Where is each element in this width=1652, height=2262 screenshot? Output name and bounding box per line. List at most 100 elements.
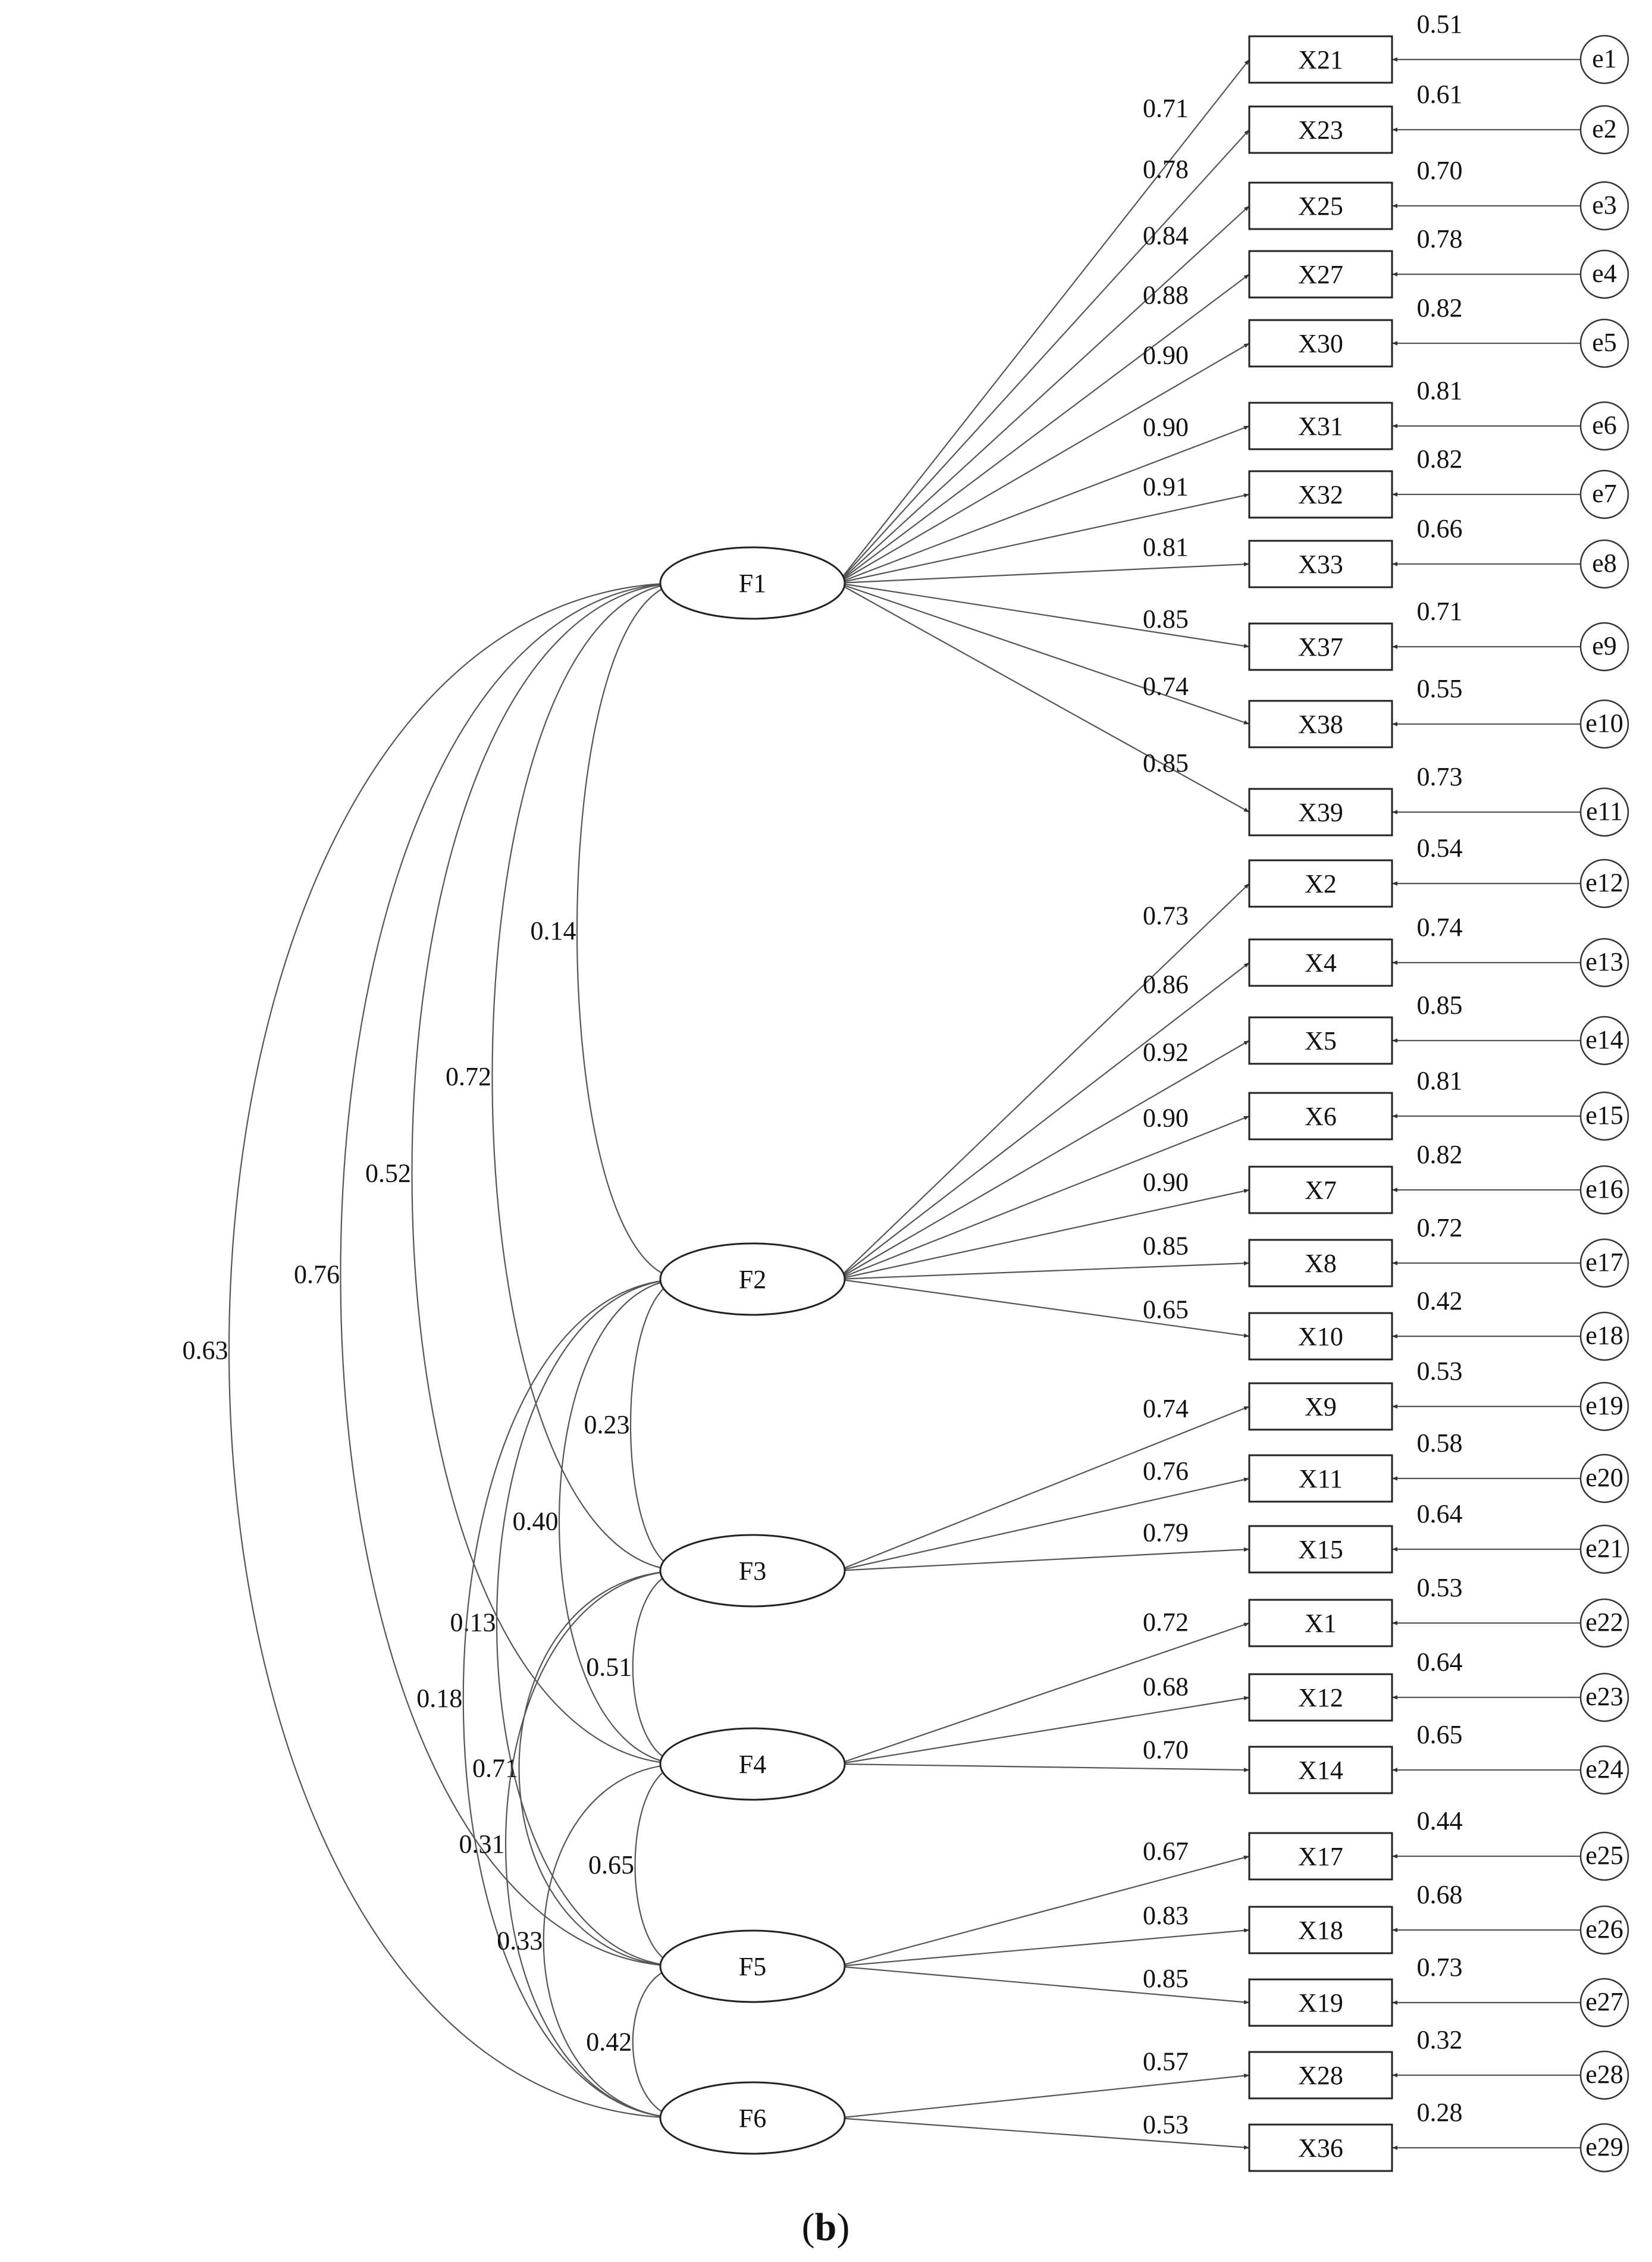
error-term-circle: [1579, 622, 1629, 672]
loading-arrow: [837, 582, 1250, 813]
r-squared-label: 0.68: [1417, 1880, 1463, 1909]
error-term-label: e11: [1586, 797, 1623, 826]
loading-arrow: [837, 883, 1250, 1280]
indicator-label: X11: [1299, 1464, 1343, 1493]
error-term-label: e3: [1592, 190, 1617, 220]
indicator-box: [1248, 540, 1393, 588]
error-term-label: e21: [1585, 1534, 1623, 1563]
factor-loadings: 0.710.780.840.880.900.900.910.810.850.74…: [837, 59, 1250, 2150]
r-squared-label: 0.64: [1417, 1499, 1463, 1528]
loading-arrow: [837, 59, 1250, 584]
indicator-box: [1248, 1239, 1393, 1287]
factor-ellipse-f1: [659, 546, 846, 620]
error-term-circle: [1579, 469, 1629, 519]
factor-label: F4: [739, 1750, 766, 1779]
loading-label: 0.57: [1143, 2047, 1189, 2076]
correlation-label: 0.40: [513, 1507, 559, 1536]
indicator-box: [1248, 470, 1393, 519]
r-squared-label: 0.28: [1417, 2098, 1463, 2127]
factor-ellipse-f3: [659, 1534, 846, 1608]
error-term-label: e24: [1585, 1755, 1623, 1784]
loading-arrow: [837, 1477, 1250, 1572]
loading-label: 0.85: [1143, 1964, 1189, 1993]
indicator-label: X38: [1298, 710, 1343, 739]
correlation-arc-f5-f6: [632, 1964, 690, 2120]
loading-label: 0.68: [1143, 1672, 1189, 1702]
error-term-circle: [1579, 1453, 1629, 1503]
r-squared-label: 0.51: [1417, 10, 1463, 39]
loading-label: 0.78: [1143, 155, 1189, 184]
error-term-circle: [1579, 699, 1629, 749]
error-term-circle: [1579, 401, 1629, 451]
loading-arrow: [837, 274, 1250, 584]
r-squared-label: 0.81: [1417, 376, 1463, 405]
factor-label: F5: [739, 1952, 766, 1981]
error-term-label: e29: [1585, 2132, 1623, 2161]
loading-label: 0.67: [1143, 1837, 1189, 1866]
indicator-label: X21: [1298, 45, 1343, 74]
error-term-circle: [1579, 1165, 1629, 1215]
loading-arrow: [837, 425, 1250, 584]
correlation-arc-f1-f2: [576, 581, 690, 1282]
error-term-circle: [1579, 1831, 1629, 1881]
loading-label: 0.71: [1143, 93, 1189, 123]
r-squared-label: 0.55: [1417, 674, 1463, 703]
indicator-label: X31: [1298, 412, 1343, 441]
loading-arrow: [837, 1040, 1250, 1280]
error-term-circle: [1579, 1016, 1629, 1066]
indicator-label: X32: [1298, 480, 1343, 509]
correlation-label: 0.31: [459, 1829, 505, 1859]
loading-label: 0.90: [1143, 1104, 1189, 1133]
r-squared-label: 0.85: [1417, 991, 1463, 1020]
r-squared-label: 0.42: [1417, 1286, 1463, 1315]
loading-arrow: [837, 962, 1250, 1280]
indicator-box: [1248, 1525, 1393, 1574]
error-term-label: e9: [1592, 631, 1617, 660]
loading-arrow: [837, 1115, 1250, 1280]
factor-correlations: 0.140.720.520.760.630.230.400.130.180.51…: [183, 581, 690, 2120]
factor-ellipse-f2: [659, 1242, 846, 1316]
loading-label: 0.70: [1143, 1735, 1189, 1765]
indicator-label: X15: [1298, 1535, 1343, 1564]
error-term-circle: [1579, 938, 1629, 988]
error-term-label: e10: [1585, 709, 1623, 738]
correlation-label: 0.65: [588, 1850, 634, 1879]
error-term-circle: [1579, 249, 1629, 299]
indicator-label: X17: [1298, 1842, 1343, 1871]
loading-label: 0.72: [1143, 1608, 1189, 1637]
loading-arrow: [837, 562, 1250, 584]
correlation-label: 0.14: [531, 916, 576, 945]
r-squared-label: 0.58: [1417, 1428, 1463, 1458]
error-term-label: e19: [1585, 1391, 1623, 1420]
error-term-label: e26: [1585, 1915, 1623, 1944]
loading-label: 0.73: [1143, 901, 1189, 930]
loading-arrow: [837, 1547, 1250, 1572]
loading-arrow: [837, 2073, 1250, 2119]
error-term-label: e7: [1592, 479, 1617, 508]
loading-label: 0.65: [1143, 1295, 1189, 1324]
loading-arrow: [837, 129, 1250, 584]
loading-arrow: [837, 1405, 1250, 1572]
error-term-circle: [1579, 1905, 1629, 1955]
correlation-label: 0.52: [365, 1159, 411, 1188]
indicator-label: X25: [1298, 192, 1343, 221]
error-term-label: e4: [1592, 259, 1617, 288]
factor-ellipse-f6: [659, 2081, 846, 2155]
r-squared-label: 0.44: [1417, 1806, 1463, 1835]
indicator-boxes: X210.51X230.61X250.70X270.78X300.82X310.…: [1248, 10, 1463, 2172]
error-term-circle: [1579, 1524, 1629, 1574]
r-squared-label: 0.82: [1417, 293, 1463, 322]
correlation-arc-f3-f4: [632, 1568, 690, 1766]
error-term-label: e23: [1585, 1682, 1623, 1711]
indicator-label: X5: [1305, 1026, 1337, 1055]
r-squared-label: 0.78: [1417, 224, 1463, 253]
error-term-circle: [1579, 1311, 1629, 1361]
r-squared-label: 0.64: [1417, 1647, 1463, 1677]
r-squared-label: 0.53: [1417, 1573, 1463, 1602]
correlation-arc-f3-f5: [518, 1568, 690, 1969]
loading-label: 0.53: [1143, 2110, 1189, 2139]
correlation-label: 0.76: [294, 1260, 340, 1289]
loading-arrow: [837, 2117, 1250, 2150]
indicator-label: X19: [1298, 1988, 1343, 2017]
